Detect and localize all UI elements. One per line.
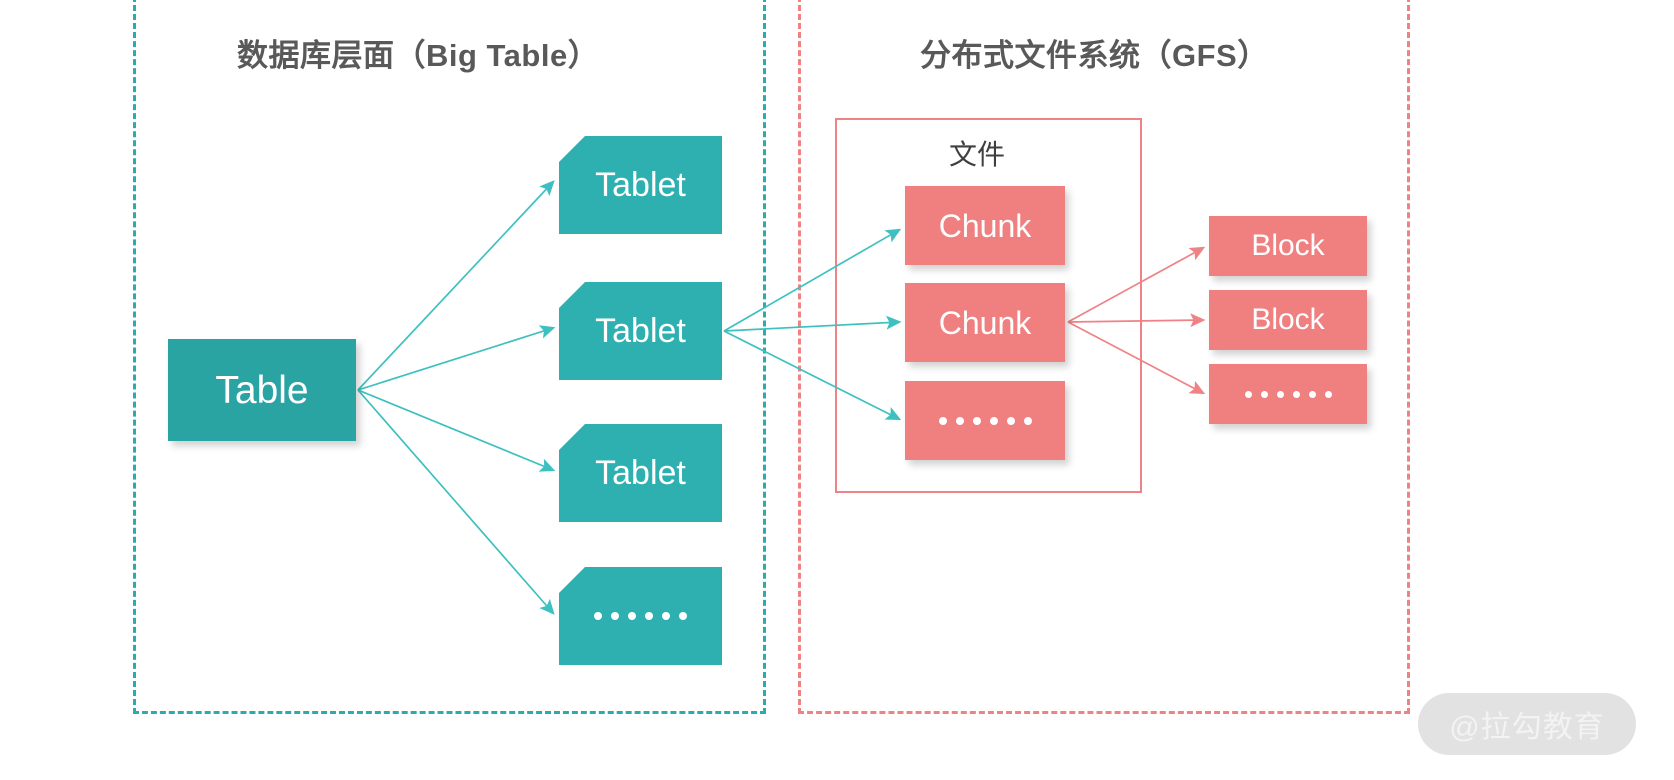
file-container-label: 文件 — [949, 139, 1006, 170]
node-table[interactable]: Table — [168, 339, 356, 441]
node-block-2[interactable]: Block — [1209, 290, 1367, 350]
node-tablet-ellipsis-dots — [594, 612, 687, 620]
node-chunk-2-label: Chunk — [938, 304, 1032, 341]
watermark: @拉勾教育 — [1418, 693, 1636, 755]
node-tablet-ellipsis[interactable] — [559, 567, 722, 665]
node-tablet-3[interactable]: Tablet — [559, 424, 722, 522]
node-block-1[interactable]: Block — [1209, 216, 1367, 276]
node-chunk-1-label: Chunk — [938, 207, 1032, 244]
node-block-ellipsis-dots — [1244, 390, 1332, 398]
node-block-2-label: Block — [1251, 303, 1325, 336]
node-tablet-1-label: Tablet — [595, 166, 686, 204]
node-chunk-1[interactable]: Chunk — [905, 186, 1065, 265]
node-table-label: Table — [215, 368, 309, 412]
node-chunk-ellipsis-dots — [938, 416, 1032, 425]
node-tablet-3-label: Tablet — [595, 454, 686, 492]
node-chunk-2[interactable]: Chunk — [905, 283, 1065, 362]
panel-title-database-layer: 数据库层面（Big Table） — [237, 38, 600, 73]
node-block-ellipsis[interactable] — [1209, 364, 1367, 424]
node-block-1-label: Block — [1251, 229, 1325, 262]
node-tablet-1[interactable]: Tablet — [559, 136, 722, 234]
node-tablet-2-label: Tablet — [595, 312, 686, 350]
panel-title-distributed-file-system: 分布式文件系统（GFS） — [920, 38, 1269, 73]
node-tablet-2[interactable]: Tablet — [559, 282, 722, 380]
watermark-text: @拉勾教育 — [1449, 711, 1605, 744]
node-chunk-ellipsis[interactable] — [905, 381, 1065, 460]
